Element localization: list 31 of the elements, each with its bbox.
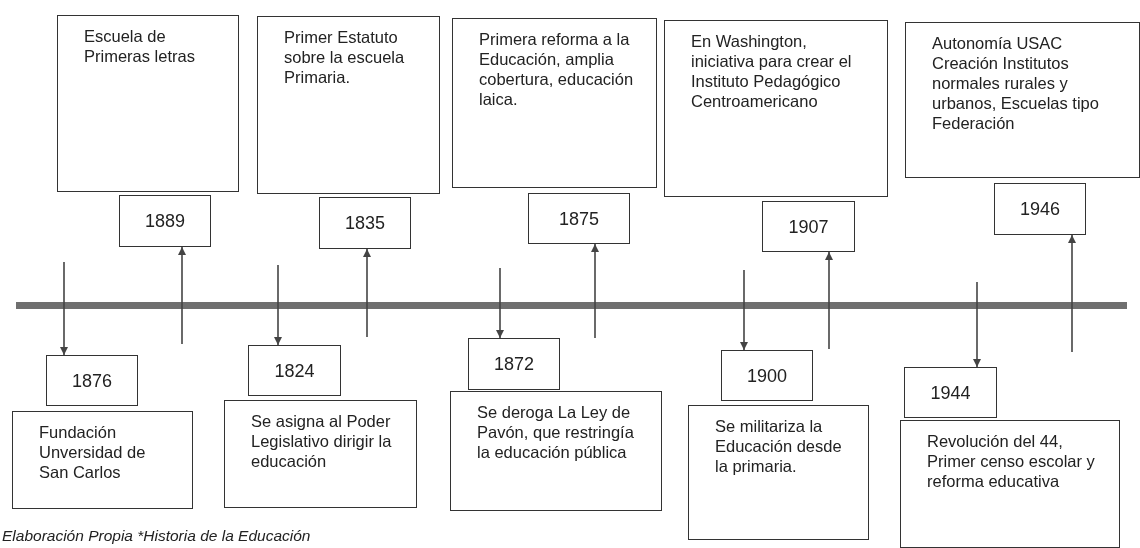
year-box: 1944 xyxy=(904,367,997,418)
event-box: Autonomía USAC Creación Institutos normales rurales y urbanos, Escuelas tipo Federación xyxy=(905,22,1140,178)
event-box: Escuela de Primeras letras xyxy=(57,15,239,192)
year-box: 1875 xyxy=(528,193,630,244)
arrow xyxy=(274,264,282,346)
event-box: Primera reforma a la Educación, amplia cobertura, educación laica. xyxy=(452,18,657,188)
arrow xyxy=(825,251,833,350)
event-box: Se deroga La Ley de Pavón, que restringía la educación pública xyxy=(450,391,662,511)
year-box: 1900 xyxy=(721,350,813,401)
event-box: Fundación Unversidad de San Carlos xyxy=(12,411,193,509)
arrow xyxy=(60,261,68,356)
arrow xyxy=(496,267,504,339)
arrow xyxy=(1068,234,1076,353)
year-box: 1872 xyxy=(468,338,560,390)
caption: Elaboración Propia *Historia de la Educación xyxy=(2,527,311,545)
year-box: 1889 xyxy=(119,195,211,247)
year-box: 1946 xyxy=(994,183,1086,235)
event-box: Se asigna al Poder Legislativo dirigir la educación xyxy=(224,400,417,508)
event-box: Primer Estatuto sobre la escuela Primaria. xyxy=(257,16,440,194)
event-box: Revolución del 44, Primer censo escolar y reforma educativa xyxy=(900,420,1120,548)
year-box: 1876 xyxy=(46,355,138,406)
event-box: En Washington, iniciativa para crear el Instituto Pedagógico Centroamericano xyxy=(664,20,888,197)
year-box: 1824 xyxy=(248,345,341,396)
event-box: Se militariza la Educación desde la primaria. xyxy=(688,405,869,540)
arrow xyxy=(591,243,599,339)
arrow xyxy=(740,269,748,351)
arrow xyxy=(363,248,371,338)
year-box: 1835 xyxy=(319,197,411,249)
arrow xyxy=(178,246,186,345)
year-box: 1907 xyxy=(762,201,855,252)
arrow xyxy=(973,281,981,368)
